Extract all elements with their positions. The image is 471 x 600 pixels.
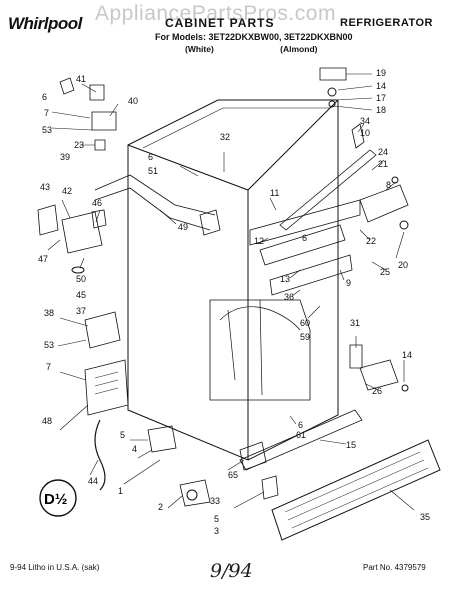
callout-label: 65 xyxy=(228,470,238,480)
callout-label: 35 xyxy=(420,512,430,522)
callout-label: 2 xyxy=(158,502,163,512)
top-hinge xyxy=(319,67,347,81)
callout-label: 38 xyxy=(44,308,54,318)
callout-label: 14 xyxy=(402,350,412,360)
callout-label: 8 xyxy=(386,180,391,190)
callout-label: 6 xyxy=(298,420,303,430)
callout-label: 53 xyxy=(44,340,54,350)
callout-label: 6 xyxy=(148,152,153,162)
callout-label: 5 xyxy=(214,514,219,524)
roller-assembly xyxy=(179,479,211,507)
callout-label: 41 xyxy=(76,74,86,84)
inner-liner xyxy=(209,299,311,401)
cabinet-outline xyxy=(127,99,339,461)
callout-label: 51 xyxy=(148,166,158,176)
callout-label: 7 xyxy=(44,108,49,118)
variant-almond: (Almond) xyxy=(280,44,318,54)
trim-strip xyxy=(279,149,377,231)
callout-label: 6 xyxy=(42,92,47,102)
callout-label: 9 xyxy=(346,278,351,288)
leveling-leg xyxy=(147,425,177,453)
callout-label: 31 xyxy=(350,318,360,328)
wire-harness xyxy=(94,174,216,216)
leader-lines xyxy=(47,73,415,511)
callout-label: 19 xyxy=(376,68,386,78)
brand-logo: Whirlpool xyxy=(8,14,82,33)
cabinet-drawing xyxy=(37,67,441,541)
callout-label: 33 xyxy=(210,496,220,506)
bottom-hinge xyxy=(359,359,399,391)
footer-print-info: 9-94 Litho in U.S.A. (sak) xyxy=(10,563,100,572)
variant-white: (White) xyxy=(185,44,214,54)
callout-label: 12 xyxy=(254,236,264,246)
watermark-text: AppliancePartsPros.com xyxy=(95,2,336,25)
callout-label: 4 xyxy=(132,444,137,454)
callout-label: 53 xyxy=(42,125,52,135)
callout-label: 17 xyxy=(376,93,386,103)
callout-label: 20 xyxy=(398,260,408,270)
callout-label: 48 xyxy=(42,416,52,426)
callout-label: 5 xyxy=(120,430,125,440)
tech-badge-mark: D½ xyxy=(44,491,67,508)
callout-label: 3 xyxy=(214,526,219,536)
callout-label: 23 xyxy=(74,140,84,150)
relay-cover xyxy=(37,204,59,236)
callout-label: 18 xyxy=(376,105,386,115)
callout-label: 22 xyxy=(366,236,376,246)
callout-label: 6 xyxy=(302,233,307,243)
callout-label: 7 xyxy=(46,362,51,372)
footer-page-number: 1 xyxy=(228,563,233,572)
callout-label: 43 xyxy=(40,182,50,192)
callout-label: 10 xyxy=(360,128,370,138)
callout-label: 36 xyxy=(284,292,294,302)
callout-label: 32 xyxy=(220,132,230,142)
callout-label: 50 xyxy=(76,274,86,284)
divider-rail xyxy=(249,199,361,246)
callout-label: 61 xyxy=(296,430,306,440)
color-variants: (White) (Almond) xyxy=(185,44,381,54)
callout-label: 14 xyxy=(376,81,386,91)
machine-compartment-panel xyxy=(84,359,129,416)
callout-label: 46 xyxy=(92,198,102,208)
callout-label: 1 xyxy=(118,486,123,496)
center-hinge-bracket xyxy=(359,184,409,223)
callout-label: 37 xyxy=(76,306,86,316)
callout-label: 44 xyxy=(88,476,98,486)
defrost-timer xyxy=(84,311,121,349)
callout-label: 47 xyxy=(38,254,48,264)
cabinet-top-edge xyxy=(127,99,339,191)
toe-grille xyxy=(271,439,441,541)
callout-label: 39 xyxy=(60,152,70,162)
callout-label: 24 xyxy=(378,147,388,157)
tech-badge xyxy=(39,479,77,517)
callout-label: 59 xyxy=(300,332,310,342)
page-title: CABINET PARTS xyxy=(165,16,275,30)
callout-label: 21 xyxy=(378,159,388,169)
kickplate-strip xyxy=(239,409,363,471)
callout-label: 11 xyxy=(270,188,279,198)
callout-label: 34 xyxy=(360,116,370,126)
callout-label: 45 xyxy=(76,290,86,300)
callout-label: 40 xyxy=(128,96,138,106)
callout-label: 15 xyxy=(346,440,356,450)
model-numbers: For Models: 3ET22DKXBW00, 3ET22DKXBN00 xyxy=(155,32,353,42)
callout-label: 49 xyxy=(178,222,188,232)
callout-label: 60 xyxy=(300,318,310,328)
power-cord xyxy=(94,419,106,491)
compressor-relay xyxy=(61,211,103,254)
callout-label: 13 xyxy=(280,274,290,284)
control-housing xyxy=(91,111,117,131)
callout-label: 26 xyxy=(372,386,382,396)
thermostat-knob xyxy=(89,84,105,101)
handwritten-date-note: 9/94 xyxy=(210,560,253,582)
callout-label: 25 xyxy=(380,267,390,277)
product-type: REFRIGERATOR xyxy=(340,17,433,29)
footer-part-number: Part No. 4379579 xyxy=(363,563,426,572)
callout-label: 42 xyxy=(62,186,72,196)
